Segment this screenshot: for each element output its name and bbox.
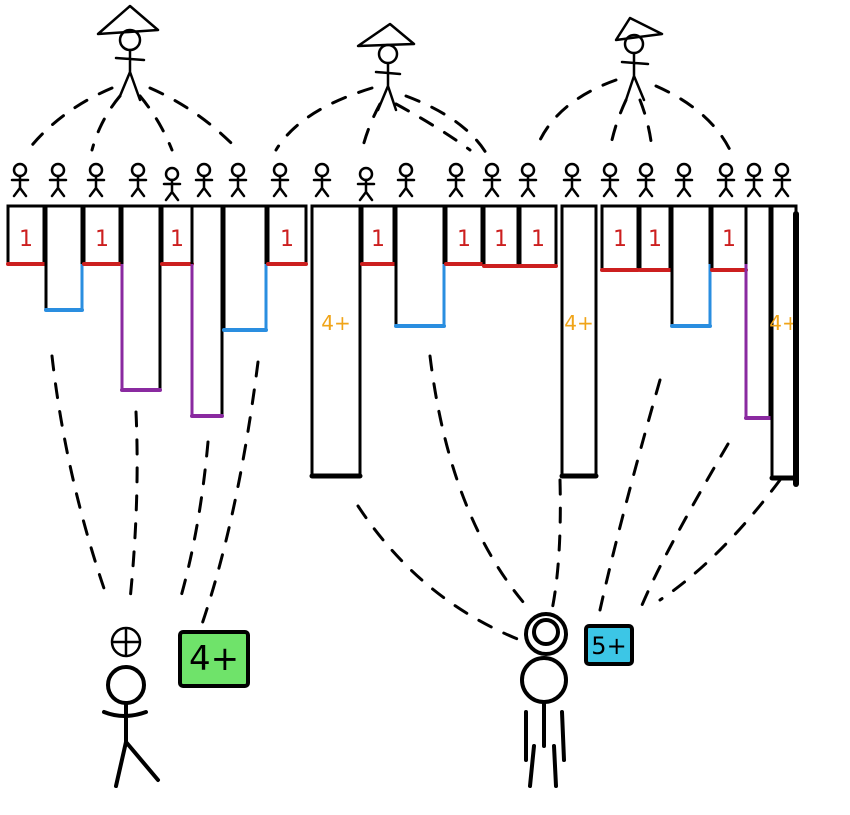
top-figure-middle — [356, 22, 416, 112]
worker-figure — [482, 162, 502, 198]
bar-column: 1 — [600, 204, 640, 272]
column-label-1: 1 — [613, 227, 627, 252]
column-label-1: 1 — [648, 227, 662, 252]
worker-figure — [636, 162, 656, 198]
worker-figure — [716, 162, 736, 198]
badge-left-label: 4+ — [189, 639, 239, 679]
worker-figure — [162, 166, 182, 202]
bar-column — [44, 204, 84, 312]
bottom-figure-left — [102, 626, 160, 788]
column-label-1: 1 — [19, 227, 33, 252]
bar-column — [744, 204, 772, 420]
worker-figure — [194, 162, 214, 198]
column-label-4plus: 4+ — [564, 311, 593, 335]
badge-right: 5+ — [584, 624, 634, 666]
column-label-1: 1 — [280, 227, 294, 252]
worker-figure — [518, 162, 538, 198]
bottom-connections — [50, 354, 782, 642]
column-label-4plus: 4+ — [321, 311, 350, 335]
bar-column: 1 — [266, 204, 308, 266]
column-label-1: 1 — [722, 227, 736, 252]
column-label-1: 1 — [95, 227, 109, 252]
worker-figure — [48, 162, 68, 198]
top-connections — [26, 78, 732, 162]
worker-figure — [600, 162, 620, 198]
bar-column: 4+ — [559, 204, 599, 479]
bar-column: 1 — [482, 204, 520, 268]
bar-column: 1 — [710, 204, 748, 272]
worker-row — [10, 162, 792, 202]
badge-right-label: 5+ — [591, 632, 626, 660]
bar-column: 1 — [82, 204, 122, 266]
worker-figure — [674, 162, 694, 198]
column-label-1: 1 — [494, 227, 508, 252]
bar-column: 1 — [160, 204, 194, 266]
worker-figure — [744, 162, 764, 198]
bottom-figure-right — [520, 612, 568, 788]
worker-figure — [128, 162, 148, 198]
bar-column: 4+ — [309, 204, 363, 479]
bar-column: 1 — [6, 204, 46, 266]
bar-column: 1 — [638, 204, 672, 272]
worker-figure — [396, 162, 416, 198]
worker-figure — [356, 166, 376, 202]
bar-column — [670, 204, 712, 328]
bar-column — [394, 204, 446, 328]
worker-figure — [772, 162, 792, 198]
bar-column — [222, 204, 268, 332]
bar-column: 1 — [360, 204, 396, 266]
top-figure-left — [96, 4, 160, 102]
bar-column: 1 — [444, 204, 484, 266]
worker-figure — [228, 162, 248, 198]
worker-figure — [270, 162, 290, 198]
column-label-1: 1 — [371, 227, 385, 252]
worker-figure — [446, 162, 466, 198]
bar-column: 1 — [518, 204, 558, 268]
worker-figure — [312, 162, 332, 198]
column-label-1: 1 — [531, 227, 545, 252]
bar-column — [190, 204, 224, 418]
bar-column — [120, 204, 162, 392]
column-label-1: 1 — [457, 227, 471, 252]
badge-left: 4+ — [178, 630, 250, 688]
column-label-1: 1 — [170, 227, 184, 252]
worker-figure — [86, 162, 106, 198]
worker-figure — [562, 162, 582, 198]
worker-figure — [10, 162, 30, 198]
top-figure-right — [614, 16, 664, 102]
